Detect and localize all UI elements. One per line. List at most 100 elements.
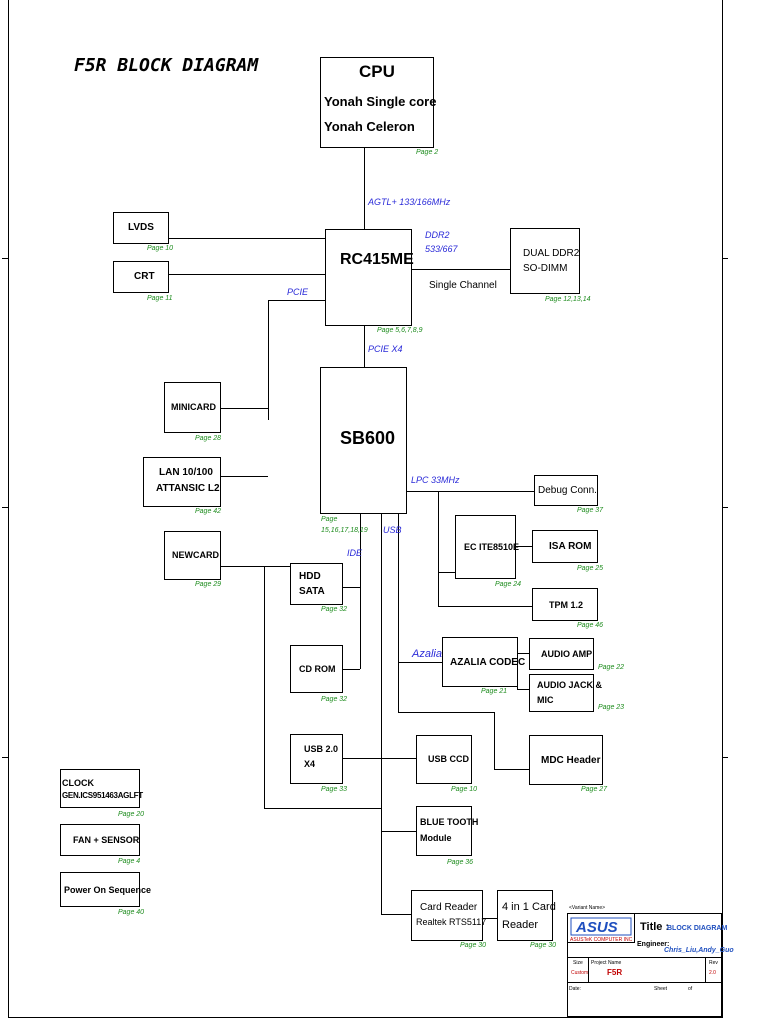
ddr2-line2: SO-DIMM bbox=[523, 263, 568, 274]
sheet-label: Sheet bbox=[654, 986, 668, 992]
codec-label: AZALIA CODEC bbox=[450, 657, 526, 668]
audio-jack-line1: AUDIO JACK & bbox=[537, 680, 603, 690]
tpm-label: TPM 1.2 bbox=[549, 600, 584, 610]
wire-pcie-lan2 bbox=[264, 566, 265, 809]
wire-nb-sb bbox=[364, 326, 365, 368]
title-value: BLOCK DIAGRAM bbox=[667, 925, 728, 932]
page-ref: Page 30 bbox=[530, 942, 557, 949]
clock-line1: CLOCK bbox=[62, 778, 94, 788]
size-label: Size bbox=[573, 960, 583, 966]
lan-line2: ATTANSIC L2 bbox=[156, 483, 220, 494]
wire-newcard bbox=[221, 566, 321, 567]
size-value: Custom bbox=[571, 970, 589, 976]
minicard-block: MINICARD bbox=[164, 382, 221, 433]
page-ref: Page 21 bbox=[481, 688, 508, 695]
lan-line1: LAN 10/100 bbox=[159, 467, 213, 478]
wire-usb-bottom bbox=[264, 808, 381, 809]
bus-pcie: PCIE bbox=[287, 287, 309, 297]
page-ref: Page 32 bbox=[321, 606, 348, 613]
azalia-codec-block: AZALIA CODEC bbox=[442, 637, 525, 687]
newcard-label: NEWCARD bbox=[172, 550, 219, 560]
clock-line2: GEN.ICS951463AGLFT bbox=[62, 791, 143, 800]
4in1-line1: 4 in 1 Card bbox=[502, 901, 556, 913]
audio-amp-label: AUDIO AMP bbox=[541, 649, 593, 659]
of-label: of bbox=[688, 986, 693, 992]
bus-lpc: LPC 33MHz bbox=[411, 475, 460, 485]
rev-cell: Rev 2.0 bbox=[705, 957, 722, 983]
wire-tpm bbox=[438, 606, 532, 607]
cdrom-label: CD ROM bbox=[299, 664, 336, 674]
cpu-block: CPU Yonah Single core Yonah Celeron bbox=[320, 57, 436, 148]
wire-4in1 bbox=[483, 918, 497, 919]
page-ref: Page 33 bbox=[321, 786, 348, 793]
border-tick bbox=[2, 258, 8, 259]
wire-ddr2 bbox=[412, 269, 510, 270]
project-cell: Project Name F5R bbox=[588, 957, 706, 983]
mdc-header-block: MDC Header bbox=[529, 735, 603, 785]
fan-sensor-block: FAN + SENSOR bbox=[60, 824, 140, 856]
rc415me-block: RC415ME bbox=[325, 229, 414, 326]
border-tick bbox=[722, 258, 728, 259]
debug-label: Debug Conn. bbox=[538, 485, 597, 496]
audio-jack-block: AUDIO JACK & MIC bbox=[529, 674, 602, 712]
wire-lvds bbox=[169, 238, 325, 239]
company-name: ASUSTeK COMPUTER INC bbox=[570, 937, 633, 943]
engineer-label: Engineer: bbox=[637, 941, 670, 948]
page-ref: Page 29 bbox=[195, 581, 222, 588]
page-ref: Page 10 bbox=[451, 786, 478, 793]
wire-ide bbox=[360, 513, 361, 669]
logo-cell: ASUS ASUSTeK COMPUTER INC bbox=[567, 913, 635, 943]
wire-pcie-top bbox=[268, 300, 325, 301]
four-in-one-block: 4 in 1 Card Reader bbox=[497, 890, 556, 941]
border-tick bbox=[722, 757, 728, 758]
cd-rom-block: CD ROM bbox=[290, 645, 343, 693]
sb600-block: SB600 bbox=[320, 367, 407, 514]
card-reader-block: Card Reader Realtek RTS5117 bbox=[411, 890, 486, 941]
page-ref: Page 42 bbox=[195, 508, 222, 515]
page-ref: Page 46 bbox=[577, 622, 604, 629]
wire-cdrom bbox=[342, 669, 360, 670]
asus-logo-icon: ASUS bbox=[570, 917, 632, 936]
bus-usb: USB bbox=[383, 525, 402, 535]
date-label: Date: bbox=[569, 986, 581, 992]
wire-crt bbox=[169, 274, 325, 275]
wire-amp bbox=[517, 653, 529, 654]
wire-isa-rom bbox=[515, 546, 532, 547]
audio-amp-block: AUDIO AMP bbox=[529, 638, 594, 670]
crt-block: CRT bbox=[113, 261, 169, 293]
mdc-label: MDC Header bbox=[541, 755, 601, 766]
minicard-label: MINICARD bbox=[171, 402, 216, 412]
lvds-label: LVDS bbox=[128, 222, 154, 233]
svg-text:ASUS: ASUS bbox=[575, 919, 618, 936]
wire-pcie-trunk bbox=[268, 300, 269, 420]
project-label: Project Name bbox=[591, 960, 622, 966]
hdd-block: HDD SATA bbox=[290, 563, 343, 605]
wire-bt bbox=[381, 831, 416, 832]
bluetooth-block: BLUE TOOTH Module bbox=[416, 806, 478, 856]
ec-block: EC ITE8510E bbox=[455, 515, 519, 579]
page-ref: Page 24 bbox=[495, 581, 522, 588]
sheet-border-bottom bbox=[8, 1017, 723, 1018]
page-ref: Page 5,6,7,8,9 bbox=[377, 327, 423, 334]
fan-label: FAN + SENSOR bbox=[73, 835, 140, 845]
border-tick bbox=[2, 757, 8, 758]
page-ref: Page 11 bbox=[147, 295, 173, 302]
wire-lan bbox=[221, 476, 268, 477]
bt-line1: BLUE TOOTH bbox=[420, 817, 479, 827]
wire-codec bbox=[398, 662, 442, 663]
sheet-border-right bbox=[722, 0, 723, 1018]
page-ref: Page 40 bbox=[118, 909, 145, 916]
page-ref: Page 4 bbox=[118, 858, 141, 865]
diagram-title: F5R BLOCK DIAGRAM bbox=[74, 55, 259, 76]
border-tick bbox=[2, 507, 8, 508]
page-ref: Page 30 bbox=[460, 942, 487, 949]
engineer-value: Chris_Liu,Andy_Guo bbox=[664, 947, 734, 954]
audio-jack-line2: MIC bbox=[537, 695, 554, 705]
page-ref: 15,16,17,18,19 bbox=[321, 527, 368, 534]
rev-label: Rev bbox=[709, 960, 718, 966]
sheet-border-left bbox=[8, 0, 9, 1018]
tpm-block: TPM 1.2 bbox=[532, 588, 598, 621]
size-cell: Size Custom bbox=[567, 957, 589, 983]
wire-hdd bbox=[342, 587, 360, 588]
cpu-title: CPU bbox=[359, 62, 395, 81]
